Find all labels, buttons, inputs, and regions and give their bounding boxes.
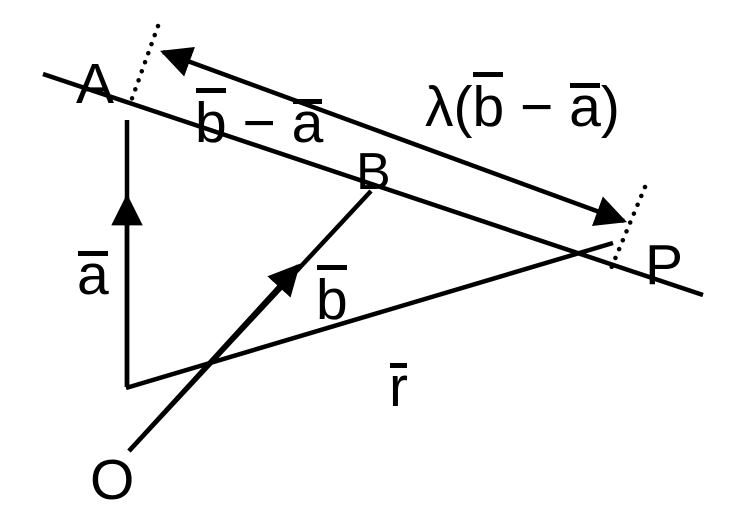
vector-r-line: [125, 240, 614, 391]
vector-label-a: a: [77, 247, 109, 304]
lambda-open-paren: λ(: [425, 75, 473, 139]
expression-b-minus-a: b − a: [195, 88, 324, 155]
tick-dotted-at-P: [607, 184, 648, 274]
tick-dotted-at-A: [126, 23, 161, 110]
minus-sign: −: [504, 75, 570, 139]
overbar-a: a: [569, 75, 601, 139]
vector-label-r: r: [389, 359, 408, 416]
expression-lambda-b-minus-a: λ(b − a): [425, 72, 620, 139]
point-label-B: B: [356, 143, 391, 201]
double-arrow-b-minus-a: [160, 46, 627, 227]
point-label-O: O: [90, 448, 135, 512]
overbar-a: a: [291, 91, 324, 155]
minus-sign: −: [226, 91, 292, 155]
vector-label-b: b: [316, 265, 348, 332]
overbar-a: a: [77, 243, 109, 307]
overbar-b: b: [195, 88, 227, 155]
overbar-r: r: [389, 355, 408, 419]
close-paren: ): [600, 75, 620, 139]
vector-b-arrowhead-segment: [127, 263, 301, 453]
overbar-b: b: [316, 265, 348, 332]
overbar-b: b: [472, 72, 505, 139]
point-label-P: P: [645, 233, 684, 297]
point-label-A: A: [76, 52, 115, 116]
